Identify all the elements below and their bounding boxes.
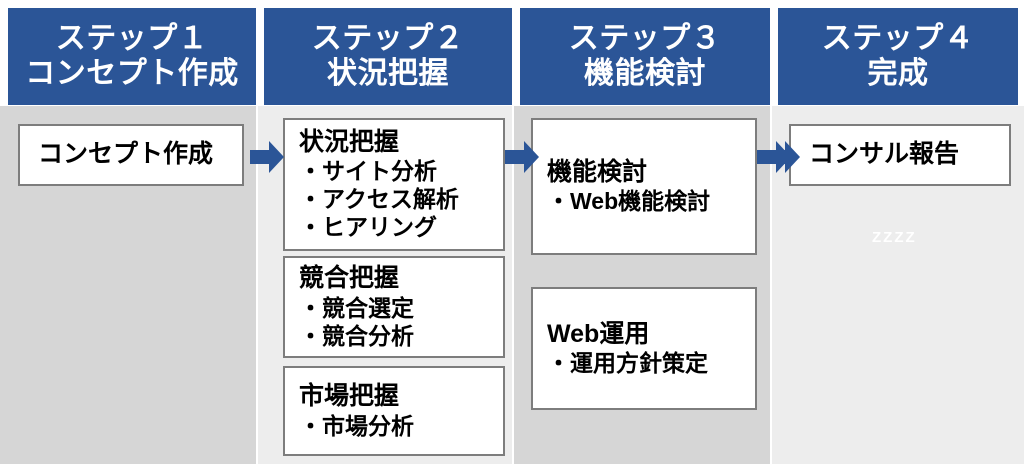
- column-header-step-4-line1: ステップ４: [821, 22, 975, 56]
- column-header-step-3-line2: 機能検討: [584, 56, 706, 90]
- column-header-step-1-line2: コンセプト作成: [25, 56, 239, 90]
- box-situation-grasp[interactable]: 状況把握 ・サイト分析 ・アクセス解析 ・ヒアリング: [283, 118, 505, 251]
- column-header-step-1: ステップ１ コンセプト作成: [8, 8, 256, 105]
- box-consulting-report[interactable]: コンサル報告: [789, 124, 1011, 186]
- watermark-zzzz: ZZZZ: [872, 229, 917, 246]
- box-function-study-title: 機能検討: [547, 157, 648, 186]
- box-situation-grasp-item-2: ・アクセス解析: [299, 186, 459, 213]
- column-header-step-4: ステップ４ 完成: [778, 8, 1018, 105]
- arrow-right-icon-step4-end: [766, 139, 800, 175]
- box-situation-grasp-item-1: ・サイト分析: [299, 158, 437, 185]
- box-competitor-grasp-title: 競合把握: [299, 264, 400, 293]
- column-header-step-4-line2: 完成: [867, 56, 929, 90]
- column-header-step-2-line1: ステップ２: [311, 22, 465, 56]
- box-market-grasp-item-1: ・市場分析: [299, 412, 414, 439]
- box-market-grasp-title: 市場把握: [299, 382, 400, 411]
- column-header-step-3-line1: ステップ３: [568, 22, 722, 56]
- box-consulting-report-title: コンサル報告: [809, 140, 960, 169]
- box-concept-creation[interactable]: コンセプト作成: [18, 124, 244, 186]
- box-web-operation-title: Web運用: [547, 319, 650, 348]
- box-web-operation-item-1: ・運用方針策定: [547, 350, 708, 377]
- arrow-right-icon-step2-to-step3: [505, 139, 539, 175]
- box-competitor-grasp-item-2: ・競合分析: [299, 322, 414, 349]
- column-header-step-1-line1: ステップ１: [55, 22, 209, 56]
- box-web-operation[interactable]: Web運用 ・運用方針策定: [531, 287, 757, 410]
- column-header-step-3: ステップ３ 機能検討: [520, 8, 770, 105]
- column-header-step-2: ステップ２ 状況把握: [264, 8, 512, 105]
- box-competitor-grasp[interactable]: 競合把握 ・競合選定 ・競合分析: [283, 256, 505, 358]
- box-competitor-grasp-item-1: ・競合選定: [299, 294, 414, 321]
- box-function-study-item-1: ・Web機能検討: [547, 188, 711, 215]
- box-situation-grasp-title: 状況把握: [299, 127, 400, 156]
- box-situation-grasp-item-3: ・ヒアリング: [299, 214, 437, 241]
- box-concept-creation-title: コンセプト作成: [38, 140, 214, 169]
- box-market-grasp[interactable]: 市場把握 ・市場分析: [283, 366, 505, 456]
- arrow-right-icon-step1-to-step2: [250, 139, 284, 175]
- column-header-step-2-line2: 状況把握: [327, 56, 449, 90]
- box-function-study[interactable]: 機能検討 ・Web機能検討: [531, 118, 757, 255]
